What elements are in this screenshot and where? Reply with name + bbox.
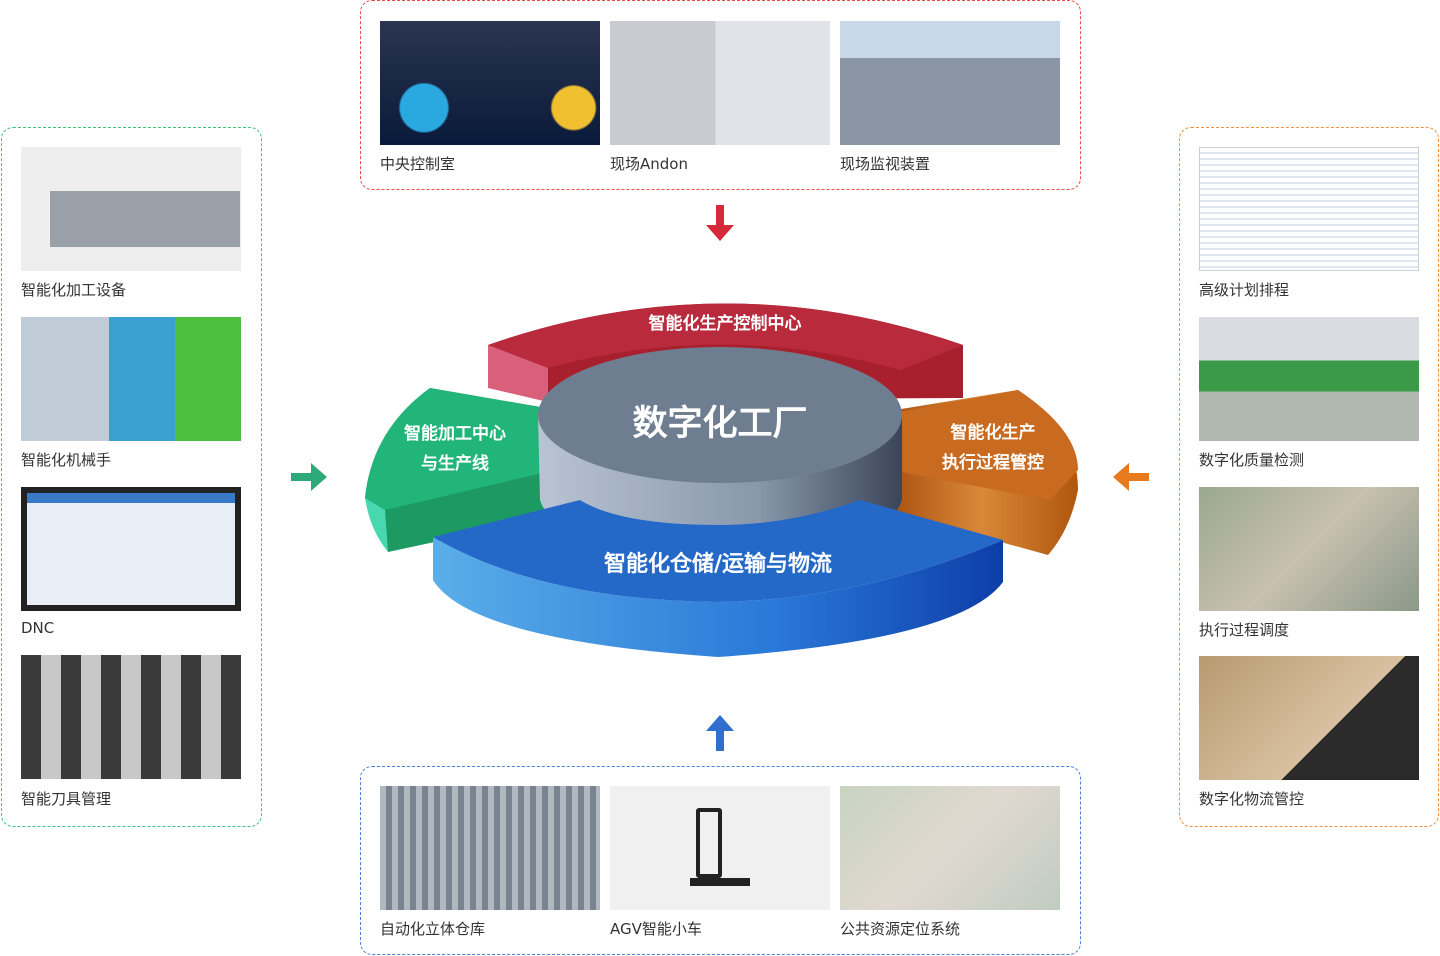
machining-equipment-image — [21, 147, 241, 271]
agv-image — [610, 786, 830, 910]
quality-inspection-image — [1199, 317, 1419, 441]
machining-equipment-label: 智能化加工设备 — [21, 281, 127, 299]
bottom-panel — [360, 766, 1081, 955]
robot-arm-label: 智能化机械手 — [21, 451, 112, 469]
resource-positioning-label: 公共资源定位系统 — [840, 920, 961, 938]
arrow-up-icon — [706, 715, 734, 751]
automated-warehouse-label: 自动化立体仓库 — [380, 920, 486, 938]
agv-label: AGV智能小车 — [610, 920, 702, 938]
advanced-scheduling-label: 高级计划排程 — [1199, 281, 1290, 299]
monitoring-device-image — [840, 21, 1060, 145]
left-segment-label-line1: 智能加工中心 — [404, 423, 506, 444]
monitoring-device-label: 现场监视装置 — [840, 155, 931, 173]
execution-scheduling-label: 执行过程调度 — [1199, 621, 1290, 639]
dnc-image — [21, 487, 241, 611]
left-segment-label-line2: 与生产线 — [421, 453, 489, 474]
right-panel — [1179, 127, 1439, 827]
advanced-scheduling-image — [1199, 147, 1419, 271]
execution-scheduling-image — [1199, 487, 1419, 611]
right-segment-label-line1: 智能化生产 — [951, 422, 1036, 443]
hub-label: 数字化工厂 — [632, 404, 807, 444]
arrow-right-icon — [291, 463, 327, 491]
right-segment-label-line2: 执行过程管控 — [942, 452, 1044, 473]
automated-warehouse-image — [380, 786, 600, 910]
left-panel — [1, 127, 262, 827]
right-segment — [885, 390, 1078, 555]
logistics-control-image — [1199, 656, 1419, 780]
logistics-control-label: 数字化物流管控 — [1199, 790, 1305, 808]
left-segment — [365, 388, 560, 552]
quality-inspection-label: 数字化质量检测 — [1199, 451, 1305, 469]
dnc-label: DNC — [21, 619, 55, 637]
resource-positioning-image — [840, 786, 1060, 910]
tool-management-label: 智能刀具管理 — [21, 790, 112, 808]
arrow-down-icon — [706, 205, 734, 241]
bottom-segment-label: 智能化仓储/运输与物流 — [604, 551, 832, 577]
bottom-segment — [433, 500, 1003, 657]
arrow-left-icon — [1113, 463, 1149, 491]
central-control-room-image — [380, 21, 600, 145]
tool-management-image — [21, 655, 241, 779]
central-control-room-label: 中央控制室 — [380, 155, 456, 173]
top-segment-label: 智能化生产控制中心 — [649, 313, 802, 334]
top-panel — [360, 0, 1081, 190]
robot-arm-image — [21, 317, 241, 441]
andon-label: 现场Andon — [610, 155, 688, 173]
andon-image — [610, 21, 830, 145]
